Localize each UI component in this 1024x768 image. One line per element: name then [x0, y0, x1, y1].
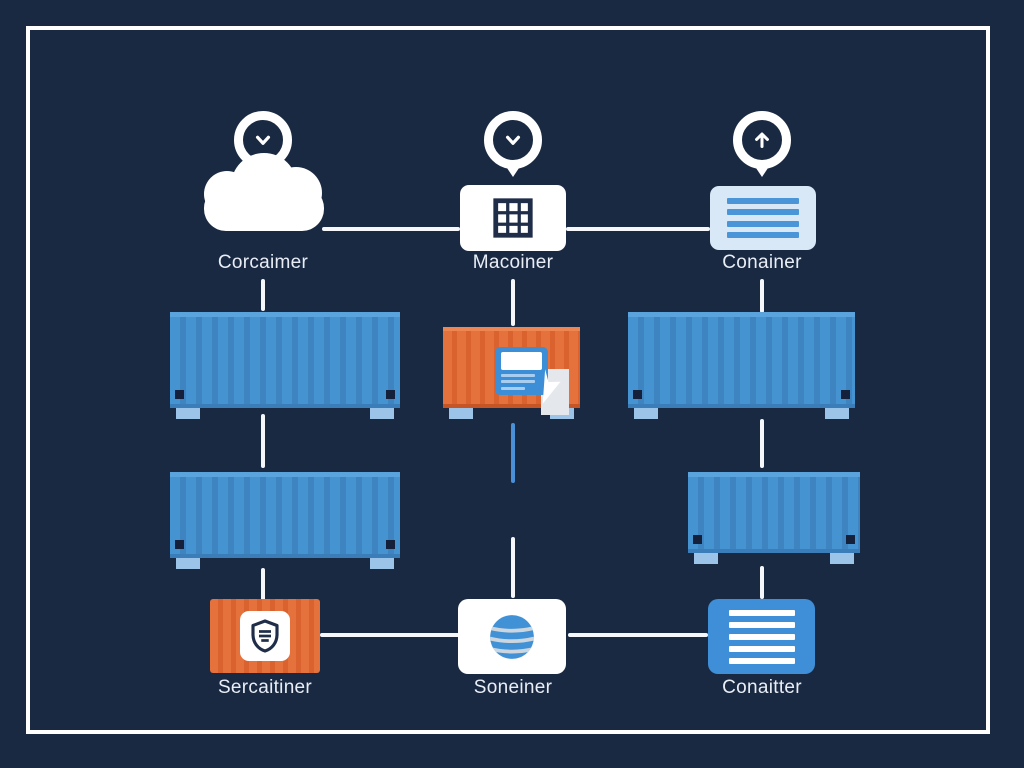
connector-col1-c: [261, 568, 265, 601]
connector-top-left: [322, 227, 460, 231]
chevron-down-icon: [505, 135, 521, 145]
browser-card-icon: [495, 347, 548, 395]
text-lines-icon: [727, 195, 799, 241]
database-node: [458, 599, 566, 674]
pin-marker-arrow-up: [733, 111, 791, 169]
connector-col2-b-blue: [511, 423, 515, 483]
connector-bottom-right: [568, 633, 708, 637]
bottom-label-2: Soneiner: [473, 677, 553, 698]
blue-container-row1-left: [170, 312, 400, 419]
connector-col3-a: [760, 279, 764, 313]
chevron-down-icon: [255, 135, 271, 145]
connector-col1-b: [261, 414, 265, 468]
text-panel-node-bottom: [708, 599, 815, 674]
arrow-up-icon: [755, 132, 769, 149]
border-frame: [26, 26, 990, 734]
shield-node: [210, 599, 320, 673]
cloud-icon: [204, 153, 324, 231]
text-panel-node: [710, 186, 816, 250]
connector-top-right: [566, 227, 710, 231]
connector-col1-a: [261, 279, 265, 311]
bottom-label-3: Conaitter: [722, 677, 802, 698]
top-label-3: Conainer: [722, 252, 802, 273]
connector-col2-c: [511, 537, 515, 598]
shield-tile: [240, 611, 290, 661]
grid-node: [460, 185, 566, 251]
database-icon: [490, 614, 534, 659]
cursor-icon: [542, 369, 561, 404]
orange-container-row1-center: [443, 327, 580, 419]
top-label-1: Corcaimer: [217, 252, 309, 273]
shield-icon: [251, 619, 279, 653]
bottom-label-1: Sercaitiner: [217, 677, 313, 698]
top-label-2: Macoiner: [472, 252, 554, 273]
connector-bottom-left: [320, 633, 460, 637]
connector-col3-b: [760, 419, 764, 468]
text-lines-icon: [728, 607, 795, 667]
connector-col3-c: [760, 566, 764, 599]
connector-col2-a: [511, 279, 515, 326]
blue-container-row1-right: [628, 312, 855, 419]
blue-container-row2-right: [688, 472, 860, 564]
pin-marker-chevron-down-2: [484, 111, 542, 169]
grid-icon: [493, 198, 533, 238]
blue-container-row2-left: [170, 472, 400, 569]
